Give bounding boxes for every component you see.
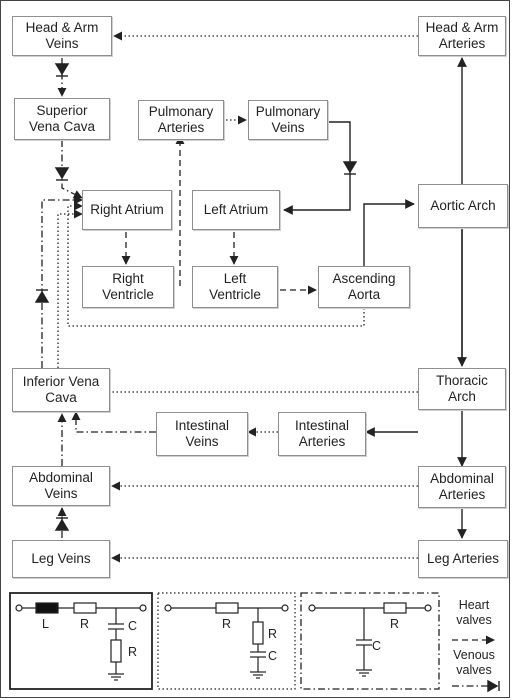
label-resistor: R	[390, 617, 399, 631]
node-aortic-arch: Aortic Arch	[418, 184, 508, 228]
node-right-ventricle: Right Ventricle	[82, 266, 174, 308]
node-leg-arteries: Leg Arteries	[418, 540, 508, 578]
venous-valve-4	[54, 517, 70, 531]
heart-valve-pulmonary-veins	[342, 161, 358, 175]
node-inferior-vena-cava: Inferior Vena Cava	[12, 368, 110, 412]
legend-circuit-2	[164, 602, 289, 679]
line-thoracic-to-ra	[57, 209, 418, 393]
node-leg-veins: Leg Veins	[12, 540, 110, 578]
node-left-atrium: Left Atrium	[192, 190, 280, 230]
line-ascending-to-ra	[67, 201, 365, 327]
label-capacitor: C	[372, 639, 381, 653]
venous-valve-3	[34, 289, 50, 303]
legend-venous-valve-icon	[487, 679, 500, 693]
legend-circuit-3	[308, 602, 432, 677]
legend-heart-valves-label: Heart valves	[456, 598, 492, 627]
label-resistor: R	[80, 617, 89, 631]
node-thoracic-arch: Thoracic Arch	[418, 368, 506, 410]
label-capacitor: C	[128, 619, 137, 633]
legend-panel-3	[300, 592, 440, 690]
node-head-arm-arteries: Head & Arm Arteries	[418, 16, 506, 56]
venous-valve-1	[54, 63, 70, 77]
legend-venous-valves-label: Venous valves	[453, 648, 495, 677]
line-ascending-to-aortic	[363, 199, 415, 268]
label-inductor: L	[42, 617, 49, 631]
venous-valve-2	[54, 167, 70, 181]
legend-panel-2	[157, 592, 296, 690]
node-abdominal-veins: Abdominal Veins	[12, 466, 110, 506]
node-intestinal-arteries: Intestinal Arteries	[278, 412, 366, 456]
node-left-ventricle: Left Ventricle	[192, 266, 278, 308]
node-intestinal-veins: Intestinal Veins	[156, 412, 248, 456]
node-pulmonary-veins: Pulmonary Veins	[248, 100, 328, 140]
label-resistor: R	[222, 617, 231, 631]
node-superior-vena-cava: Superior Vena Cava	[14, 98, 110, 140]
node-abdominal-arteries: Abdominal Arteries	[418, 466, 506, 508]
line-intestinal-veins-to-ivc	[71, 411, 156, 433]
legend-panel-1	[9, 592, 153, 690]
label-capacitor: C	[268, 649, 277, 663]
node-pulmonary-arteries: Pulmonary Arteries	[138, 100, 224, 140]
legend-circuit-1	[15, 602, 147, 681]
label-resistor: R	[128, 645, 137, 659]
line-ivc-to-ra	[41, 195, 83, 368]
label-resistor: R	[268, 627, 277, 641]
line-svc-to-ra	[61, 140, 83, 199]
node-head-arm-veins: Head & Arm Veins	[12, 16, 112, 56]
node-ascending-aorta: Ascending Aorta	[318, 266, 410, 308]
node-right-atrium: Right Atrium	[82, 190, 172, 230]
